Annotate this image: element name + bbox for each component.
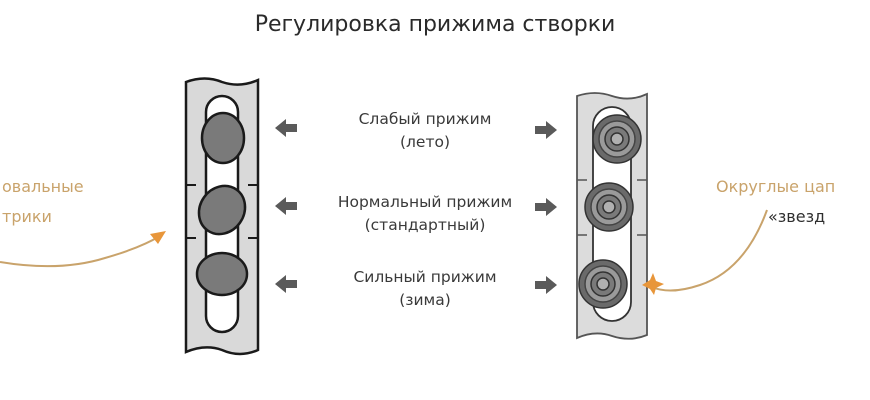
arrow-right-strong-icon: [535, 276, 557, 294]
oval-cam-strong: [195, 251, 249, 297]
left-annotation: овальные трики: [2, 172, 84, 232]
level-strong-season: (зима): [399, 291, 451, 309]
arrow-left-normal-icon: [275, 197, 297, 215]
right-annotation-star-icon: [642, 273, 664, 295]
arrow-right-weak-icon: [535, 121, 557, 139]
right-bar-round-trunnions: [576, 92, 648, 340]
level-strong-title: Сильный прижим: [353, 268, 497, 286]
left-annotation-arrowhead-icon: [150, 231, 166, 244]
left-annotation-line1: овальные: [2, 177, 84, 196]
level-weak-season: (лето): [399, 133, 451, 151]
level-weak-title: Слабый прижим: [358, 110, 492, 128]
level-normal-title: Нормальный прижим: [337, 193, 513, 211]
level-strong-label: Сильный прижим (зима): [310, 266, 540, 312]
level-normal-season: (стандартный): [364, 216, 486, 234]
arrow-right-normal-icon: [535, 198, 557, 216]
left-bar-oval-trunnions: [184, 77, 260, 356]
arrow-left-strong-icon: [275, 275, 297, 293]
level-weak-label: Слабый прижим (лето): [310, 108, 540, 154]
left-annotation-pointer: [0, 235, 161, 268]
right-annotation-pointer: [651, 209, 768, 292]
round-cam-strong: [578, 259, 628, 309]
diagram-title: Регулировка прижима створки: [254, 12, 616, 37]
arrow-left-weak-icon: [275, 119, 297, 137]
oval-cam-normal: [197, 184, 247, 236]
left-annotation-line2: трики: [2, 207, 52, 226]
right-annotation: Округлые цап «звезд: [716, 172, 835, 232]
round-cam-normal: [584, 182, 634, 232]
level-normal-label: Нормальный прижим (стандартный): [310, 191, 540, 237]
round-cam-weak: [592, 114, 642, 164]
oval-cam-weak: [200, 111, 246, 165]
right-annotation-line1: Округлые цап: [716, 177, 836, 196]
right-annotation-line2: «звезд: [768, 207, 826, 226]
